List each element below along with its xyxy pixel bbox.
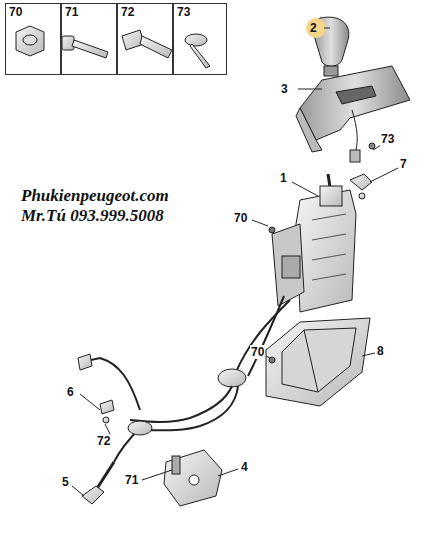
callout-number: 71 (124, 473, 139, 487)
callout-number: 72 (96, 434, 111, 448)
fastener-box: 71 (61, 3, 117, 75)
part-number: 72 (121, 5, 134, 19)
callout-number: 6 (66, 385, 75, 399)
part-number: 71 (65, 5, 78, 19)
watermark-text: Phukienpeugeot.com (20, 186, 170, 205)
callout-number: 3 (280, 82, 289, 96)
fastener-box: 73 (173, 3, 227, 75)
callout-number: 1 (279, 171, 288, 185)
callout-number: 70 (233, 211, 248, 225)
callout-number: 73 (380, 132, 395, 146)
callout-number: 4 (240, 460, 249, 474)
callout-number: 8 (376, 344, 385, 358)
callout-number: 2 (309, 21, 318, 35)
part-number: 70 (9, 5, 22, 19)
part-number: 73 (177, 5, 190, 19)
fastener-box: 70 (5, 3, 61, 75)
callout-number: 7 (399, 157, 408, 171)
callout-number: 5 (61, 475, 70, 489)
fastener-box: 72 (117, 3, 173, 75)
callout-number: 70 (250, 345, 265, 359)
watermark-text: Mr.Tú 093.999.5008 (20, 206, 165, 225)
